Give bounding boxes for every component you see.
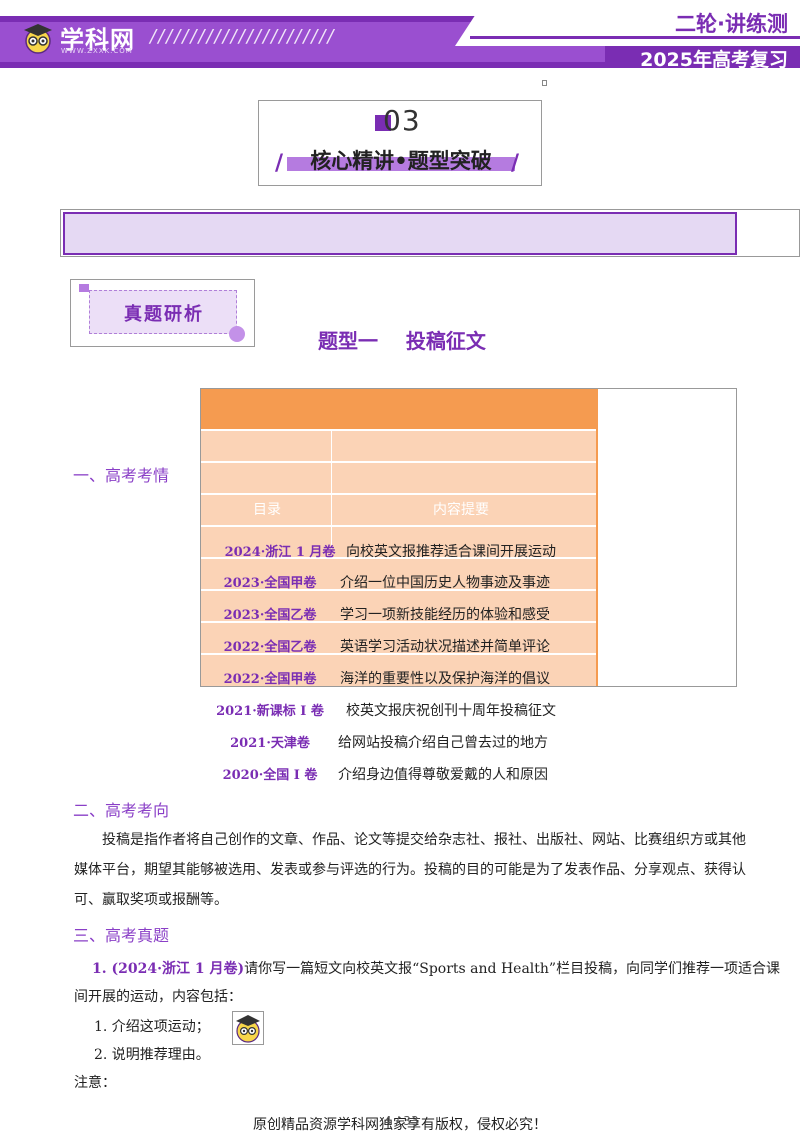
table-rule	[201, 653, 598, 655]
question-number: 1.	[92, 961, 112, 977]
table-header-bar	[201, 389, 598, 429]
column-header-summary: 内容提要	[433, 502, 489, 518]
badge-label: 真题研析	[124, 304, 204, 325]
table-rule	[201, 525, 598, 527]
row-year: 2022·全国乙卷	[223, 640, 317, 655]
chapter-title-box: 03 / 核心精讲•题型突破 /	[258, 100, 542, 186]
table-row: 2024·浙江 1 月卷 向校英文报推荐适合课间开展运动	[0, 541, 600, 563]
table-column-divider	[331, 429, 332, 549]
anchor-marker	[542, 80, 547, 86]
table-row: 2023·全国甲卷 介绍一位中国历史人物事迹及事迹	[0, 572, 600, 594]
exam-table: 目录 内容提要	[201, 389, 598, 686]
question-source: (2024·浙江 1 月卷)	[111, 961, 245, 977]
question-line-1: 1. (2024·浙江 1 月卷)请你写一篇短文向校英文报“Sports and…	[92, 958, 780, 978]
row-desc: 学习一项新技能经历的体验和感受	[340, 607, 550, 623]
row-desc: 校英文报庆祝创刊十周年投稿征文	[346, 703, 556, 719]
table-rule	[201, 621, 598, 623]
table-rule	[201, 429, 598, 431]
table-rule	[201, 557, 598, 559]
title-slash-right: /	[511, 151, 520, 176]
table-row: 2021·新课标 I 卷 校英文报庆祝创刊十周年投稿征文	[0, 700, 600, 722]
page-number: 4 / 33	[384, 1114, 419, 1128]
trend-paragraph: 投稿是指作者将自己创作的文章、作品、论文等提交给杂志社、报社、出版社、网站、比赛…	[74, 832, 746, 908]
exam-table-frame	[200, 388, 737, 687]
row-desc: 介绍一位中国历史人物事迹及事迹	[340, 575, 550, 591]
year-label: 2025年高考复习	[640, 49, 788, 71]
table-rule	[201, 493, 598, 495]
row-desc: 海洋的重要性以及保护海洋的倡议	[340, 671, 550, 687]
row-year: 2024·浙江 1 月卷	[224, 545, 336, 560]
title-slash-left: /	[275, 151, 284, 176]
mascot-face-icon	[236, 1015, 260, 1043]
exam-study-badge: 真题研析	[70, 279, 255, 347]
row-desc: 英语学习活动状况描述并简单评论	[340, 639, 550, 655]
row-desc: 给网站投稿介绍自己曾去过的地方	[338, 735, 548, 751]
question-text: 请你写一篇短文向校英文报“Sports and Health”栏目投稿，向同学们…	[244, 961, 781, 977]
decorative-slashes: ///////////////////////	[150, 26, 336, 47]
heading-exam-trend: 二、高考考向	[73, 801, 170, 820]
chapter-title: 核心精讲•题型突破	[310, 149, 492, 173]
row-year: 2020·全国 I 卷	[222, 768, 318, 783]
badge-tab-accent	[79, 284, 89, 292]
badge-dot	[229, 326, 245, 342]
section-title: 题型一 投稿征文	[318, 329, 486, 353]
chapter-number: 03	[383, 104, 421, 137]
question-item: 1. 介绍这项运动；	[94, 1019, 210, 1035]
row-year: 2023·全国乙卷	[223, 608, 317, 623]
heading-exam-situation: 一、高考考情	[73, 466, 170, 485]
section-band	[63, 212, 737, 255]
row-year: 2023·全国甲卷	[223, 576, 317, 591]
question-item: 2. 说明推荐理由。	[94, 1047, 210, 1063]
title-highlight	[287, 157, 515, 171]
title-square-accent	[375, 115, 391, 131]
row-desc: 向校英文报推荐适合课间开展运动	[346, 544, 556, 560]
table-row: 2022·全国甲卷 海洋的重要性以及保护海洋的倡议	[0, 668, 600, 690]
brand-url: WWW.ZXXK.COM	[61, 47, 133, 55]
question-line-2: 间开展的运动，内容包括：	[74, 989, 242, 1005]
table-row: 2021·天津卷 给网站投稿介绍自己曾去过的地方	[0, 732, 600, 754]
series-label: 二轮·讲练测	[675, 12, 788, 36]
table-right-edge	[596, 429, 598, 686]
table-row: 2020·全国 I 卷 介绍身边值得尊敬爱戴的人和原因	[0, 764, 600, 786]
table-row: 2023·全国乙卷 学习一项新技能经历的体验和感受	[0, 604, 600, 626]
table-row: 2022·全国乙卷 英语学习活动状况描述并简单评论	[0, 636, 600, 658]
row-desc: 介绍身边值得尊敬爱戴的人和原因	[338, 767, 548, 783]
table-rule	[201, 461, 598, 463]
column-header-catalog: 目录	[253, 502, 281, 518]
table-rule	[201, 589, 598, 591]
row-year: 2021·新课标 I 卷	[216, 704, 324, 719]
page-header: 学科网 WWW.ZXXK.COM ///////////////////////…	[0, 0, 800, 74]
brand-name: 学科网	[60, 26, 135, 54]
mascot-icon	[232, 1011, 264, 1045]
copyright-footer: 原创精品资源学科网独家享有版权，侵权必究！	[253, 1117, 547, 1132]
row-year: 2021·天津卷	[230, 736, 310, 751]
mascot-logo-icon	[24, 24, 52, 54]
header-rule	[470, 36, 800, 39]
badge-panel: 真题研析	[89, 290, 237, 334]
row-year: 2022·全国甲卷	[223, 672, 317, 687]
heading-exam-questions: 三、高考真题	[73, 926, 170, 945]
note-label: 注意：	[74, 1075, 116, 1091]
